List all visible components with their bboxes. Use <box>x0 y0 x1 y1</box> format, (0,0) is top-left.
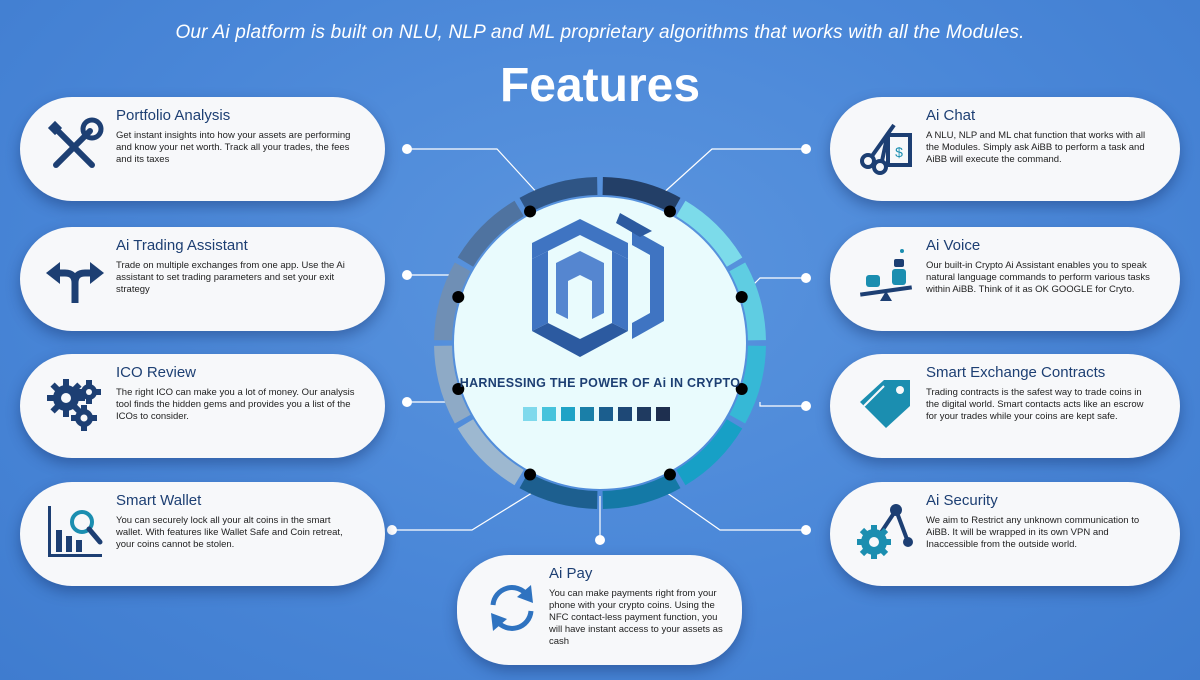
feature-description: Get instant insights into how your asset… <box>116 130 351 165</box>
header-subtitle: Our Ai platform is built on NLU, NLP and… <box>175 22 1025 43</box>
ring-dot <box>452 290 465 303</box>
color-square <box>580 407 594 421</box>
scissors-receipt-icon: $ <box>854 115 916 177</box>
ring-segment <box>602 177 681 214</box>
ring-segment <box>676 419 743 486</box>
feature-card-exchange: Smart Exchange Contracts Trading contrac… <box>830 354 1180 458</box>
ring-dot <box>663 205 676 218</box>
tag-icon <box>854 372 916 434</box>
gear-network-icon <box>854 500 916 562</box>
feature-title: Ai Security <box>926 492 998 509</box>
color-square <box>656 407 670 421</box>
balance-scale-icon <box>854 245 916 307</box>
wrench-screwdriver-icon <box>44 115 106 177</box>
feature-title: Ai Voice <box>926 237 981 254</box>
split-arrows-icon <box>44 245 106 307</box>
refresh-arrows-icon <box>481 577 543 639</box>
feature-description: Our built-in Crypto Ai Assistant enables… <box>926 260 1150 295</box>
feature-title: Ai Pay <box>549 565 593 582</box>
ring-segment <box>676 200 743 267</box>
hub-ring <box>434 177 766 509</box>
chart-magnifier-icon <box>44 500 106 562</box>
feature-title: Ai Chat <box>926 107 976 124</box>
feature-card-wallet: Smart Wallet You can securely lock all y… <box>20 482 385 586</box>
feature-title: Smart Exchange Contracts <box>926 364 1106 381</box>
ring-segment <box>457 419 524 486</box>
ring-dot <box>452 383 465 396</box>
aibb-logo-icon <box>532 213 664 357</box>
ring-dot <box>524 205 537 218</box>
feature-description: You can make payments right from your ph… <box>549 588 723 647</box>
feature-title: Portfolio Analysis <box>116 107 231 124</box>
color-square <box>523 407 537 421</box>
feature-description: A NLU, NLP and ML chat function that wor… <box>926 130 1146 165</box>
ring-segment <box>602 472 681 509</box>
svg-text:$: $ <box>895 144 903 160</box>
feature-description: Trade on multiple exchanges from one app… <box>116 260 345 295</box>
hub-caption: HARNESSING THE POWER OF Ai IN CRYPTO <box>459 376 741 390</box>
central-hub: HARNESSING THE POWER OF Ai IN CRYPTO <box>420 163 780 523</box>
color-square <box>599 407 613 421</box>
ring-dot <box>524 468 537 481</box>
feature-card-pay: Ai Pay You can make payments right from … <box>457 555 742 665</box>
gears-icon <box>44 372 106 434</box>
feature-description: We aim to Restrict any unknown communica… <box>926 515 1140 550</box>
ring-segment <box>434 262 471 341</box>
color-square <box>542 407 556 421</box>
feature-card-portfolio: Portfolio Analysis Get instant insights … <box>20 97 385 201</box>
feature-description: You can securely lock all your alt coins… <box>116 515 343 550</box>
feature-title: ICO Review <box>116 364 197 381</box>
page-title: Features <box>499 59 701 112</box>
feature-card-security: Ai Security We aim to Restrict any unkno… <box>830 482 1180 586</box>
feature-title: Ai Trading Assistant <box>116 237 248 254</box>
color-squares <box>523 407 670 421</box>
color-square <box>637 407 651 421</box>
color-square <box>618 407 632 421</box>
ring-segment <box>519 177 598 214</box>
ring-segment <box>519 472 598 509</box>
feature-card-voice: Ai Voice Our built-in Crypto Ai Assistan… <box>830 227 1180 331</box>
feature-card-ico: ICO Review The right ICO can make you a … <box>20 354 385 458</box>
ring-segment <box>729 262 766 341</box>
color-square <box>561 407 575 421</box>
ring-dot <box>735 383 748 396</box>
ring-segment <box>457 200 524 267</box>
feature-card-chat: $ Ai Chat A NLU, NLP and ML chat functio… <box>830 97 1180 201</box>
feature-title: Smart Wallet <box>116 492 202 509</box>
ring-dot <box>735 290 748 303</box>
ring-segment <box>729 345 766 424</box>
ring-segment <box>434 345 471 424</box>
feature-description: Trading contracts is the safest way to t… <box>926 387 1144 422</box>
feature-card-trading: Ai Trading Assistant Trade on multiple e… <box>20 227 385 331</box>
feature-description: The right ICO can make you a lot of mone… <box>116 387 355 422</box>
ring-dot <box>663 468 676 481</box>
